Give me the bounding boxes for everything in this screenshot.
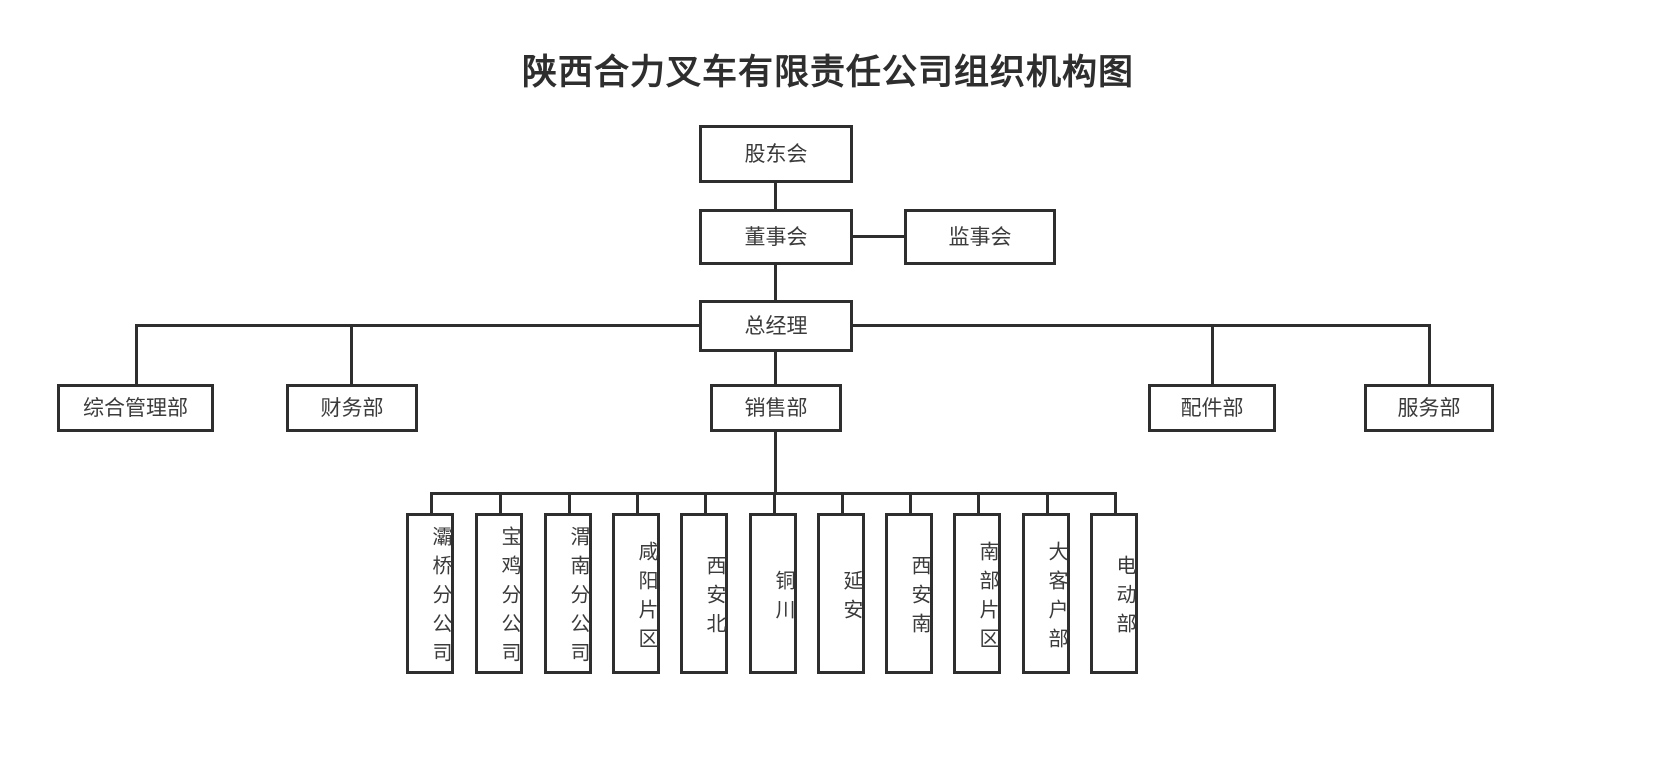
drop-parts (1211, 324, 1214, 384)
node-department-label: 服务部 (1397, 395, 1461, 420)
drop-branch-xian-south (909, 492, 912, 514)
node-supervisors[interactable]: 监事会 (904, 209, 1056, 265)
drop-branch-electric (1114, 492, 1117, 514)
node-general-manager[interactable]: 总经理 (699, 300, 853, 352)
node-shareholders-label: 股东会 (744, 141, 808, 166)
node-branch-label: 灞桥分公司 (429, 526, 451, 671)
connector-shareholders-board (774, 183, 777, 209)
page-title: 陕西合力叉车有限责任公司组织机构图 (521, 53, 1134, 92)
node-branch-label: 大客户部 (1045, 540, 1067, 657)
node-branch-label: 西安南 (908, 555, 930, 642)
node-branch-key-account[interactable]: 大客户部 (1022, 513, 1070, 674)
node-branch-xian-south[interactable]: 西安南 (885, 513, 933, 674)
drop-branch-baoji (499, 492, 502, 514)
connector-board-gm (774, 265, 777, 300)
node-branch-label: 电动部 (1113, 555, 1135, 642)
node-board[interactable]: 董事会 (699, 209, 853, 265)
drop-branch-weinan (568, 492, 571, 514)
node-branch-weinan[interactable]: 渭南分公司 (544, 513, 592, 674)
node-supervisors-label: 监事会 (948, 224, 1012, 249)
node-board-label: 董事会 (744, 224, 808, 249)
drop-general-admin (135, 324, 138, 384)
node-branch-label: 咸阳片区 (635, 540, 657, 657)
drop-service (1428, 324, 1431, 384)
node-branch-label: 西安北 (703, 555, 725, 642)
department-bus-right (851, 324, 1431, 327)
node-branch-label: 铜川 (772, 569, 794, 628)
drop-branch-key-account (1046, 492, 1049, 514)
node-branch-xianyang[interactable]: 咸阳片区 (612, 513, 660, 674)
drop-branch-xianyang (636, 492, 639, 514)
drop-branch-xian-north (704, 492, 707, 514)
department-bus-left (135, 324, 701, 327)
node-general-manager-label: 总经理 (744, 313, 808, 338)
drop-finance (350, 324, 353, 384)
node-branch-xian-north[interactable]: 西安北 (680, 513, 728, 674)
node-branch-label: 延安 (840, 569, 862, 628)
node-branch-baoji[interactable]: 宝鸡分公司 (475, 513, 523, 674)
node-branch-label: 南部片区 (976, 540, 998, 657)
connector-board-supervisors (851, 235, 906, 238)
drop-branch-south-area (977, 492, 980, 514)
node-branch-baqiao[interactable]: 灞桥分公司 (406, 513, 454, 674)
node-department-label: 配件部 (1180, 395, 1244, 420)
drop-branch-baqiao (430, 492, 433, 514)
node-department-parts[interactable]: 配件部 (1148, 384, 1276, 432)
drop-branch-tongchuan (773, 492, 776, 514)
node-department-label: 销售部 (744, 395, 808, 420)
node-branch-south-area[interactable]: 南部片区 (953, 513, 1001, 674)
node-department-general-admin[interactable]: 综合管理部 (57, 384, 214, 432)
node-department-finance[interactable]: 财务部 (286, 384, 418, 432)
node-department-label: 综合管理部 (83, 395, 188, 420)
node-department-label: 财务部 (320, 395, 384, 420)
drop-sales-to-branch-bus (774, 432, 777, 494)
node-department-sales[interactable]: 销售部 (710, 384, 842, 432)
node-department-service[interactable]: 服务部 (1364, 384, 1494, 432)
node-branch-label: 渭南分公司 (567, 526, 589, 671)
node-shareholders[interactable]: 股东会 (699, 125, 853, 183)
node-branch-tongchuan[interactable]: 铜川 (749, 513, 797, 674)
drop-branch-yanan (841, 492, 844, 514)
node-branch-electric[interactable]: 电动部 (1090, 513, 1138, 674)
drop-sales (774, 352, 777, 384)
node-branch-label: 宝鸡分公司 (498, 526, 520, 671)
node-branch-yanan[interactable]: 延安 (817, 513, 865, 674)
